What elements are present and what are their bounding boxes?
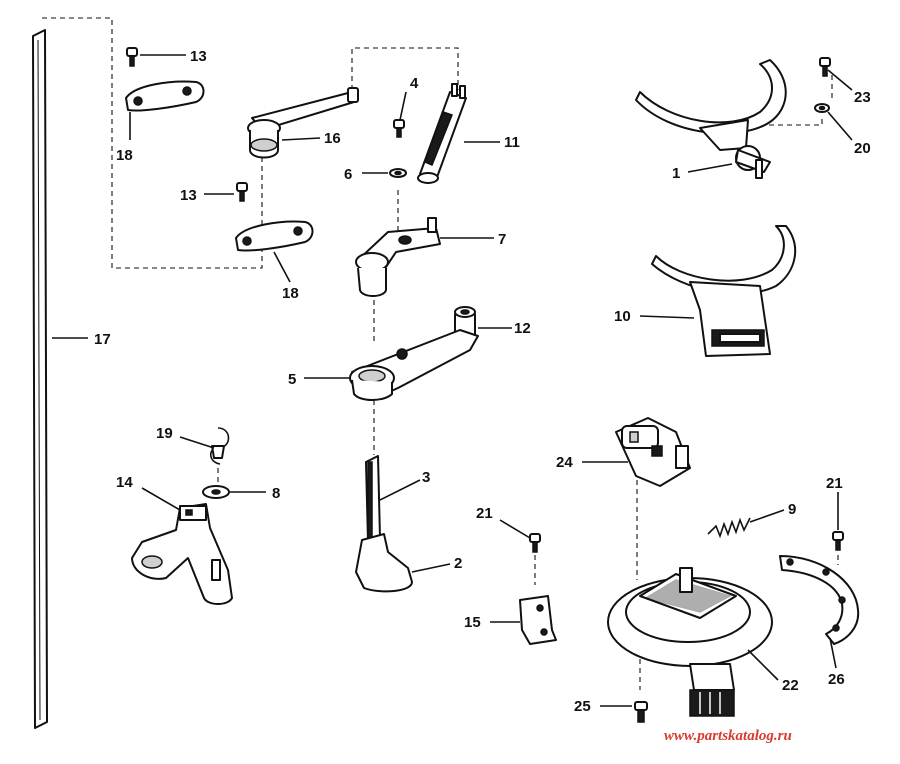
part-18-bracket-top xyxy=(125,80,205,112)
callout-21-right: 21 xyxy=(826,475,843,492)
part-11-link xyxy=(417,83,467,184)
part-4-screw xyxy=(393,119,405,138)
part-25-screw xyxy=(634,701,648,723)
callout-2: 2 xyxy=(454,555,462,572)
part-26-arc-segment xyxy=(779,555,860,645)
part-23-screw xyxy=(819,57,831,77)
part-21-screw-right xyxy=(832,531,844,551)
part-5-throttle-arm xyxy=(349,329,479,401)
part-1-ring-bracket xyxy=(635,59,787,179)
callout-5: 5 xyxy=(288,371,296,388)
callout-23: 23 xyxy=(854,89,871,106)
part-18-bracket-lower xyxy=(235,220,314,252)
callout-21-center: 21 xyxy=(476,505,493,522)
part-19-clip xyxy=(209,427,230,465)
callout-15: 15 xyxy=(464,614,481,631)
callout-24: 24 xyxy=(556,454,573,471)
callout-11: 11 xyxy=(504,134,520,151)
part-20-washer xyxy=(814,103,830,113)
part-2-foot xyxy=(355,533,413,593)
callout-12: 12 xyxy=(514,320,531,337)
callout-25: 25 xyxy=(574,698,591,715)
part-6-washer xyxy=(389,168,407,178)
part-7-lever xyxy=(355,217,441,297)
part-17-control-rod xyxy=(32,29,48,729)
callout-16: 16 xyxy=(324,130,341,147)
callout-20: 20 xyxy=(854,140,871,157)
callout-26: 26 xyxy=(828,671,845,688)
part-16-crank-roller xyxy=(247,87,359,159)
callout-18-top: 18 xyxy=(116,147,133,164)
part-21-screw-center xyxy=(529,533,541,553)
callout-1: 1 xyxy=(672,165,680,182)
callout-labels: 13 18 13 18 16 4 6 11 7 12 5 3 2 17 19 8… xyxy=(94,48,871,715)
callout-9: 9 xyxy=(788,501,796,518)
part-14-bracket xyxy=(131,503,233,605)
callout-19: 19 xyxy=(156,425,173,442)
part-10-ring-bracket xyxy=(651,225,796,357)
part-9-spring xyxy=(707,517,751,539)
callout-17: 17 xyxy=(94,331,111,348)
watermark-url: www.partskatalog.ru xyxy=(664,728,792,744)
callout-22: 22 xyxy=(782,677,799,694)
callout-8: 8 xyxy=(272,485,280,502)
part-24-sensor xyxy=(615,417,691,487)
callout-6: 6 xyxy=(344,166,352,183)
callout-4: 4 xyxy=(410,75,419,92)
callout-10: 10 xyxy=(614,308,631,325)
callout-leader-lines xyxy=(52,54,853,707)
part-22-timer-base xyxy=(607,567,773,717)
assembly-guide-lines xyxy=(42,17,839,690)
part-8-washer xyxy=(202,485,230,499)
callout-7: 7 xyxy=(498,231,506,248)
part-13-screw-top xyxy=(126,47,138,67)
part-15-clip xyxy=(519,595,557,645)
callout-3: 3 xyxy=(422,469,430,486)
part-3-shaft xyxy=(365,455,381,543)
part-13-screw-lower xyxy=(236,182,248,202)
callout-18-lower: 18 xyxy=(282,285,299,302)
callout-13-lower: 13 xyxy=(180,187,197,204)
callout-13-top: 13 xyxy=(190,48,207,65)
callout-14: 14 xyxy=(116,474,133,491)
